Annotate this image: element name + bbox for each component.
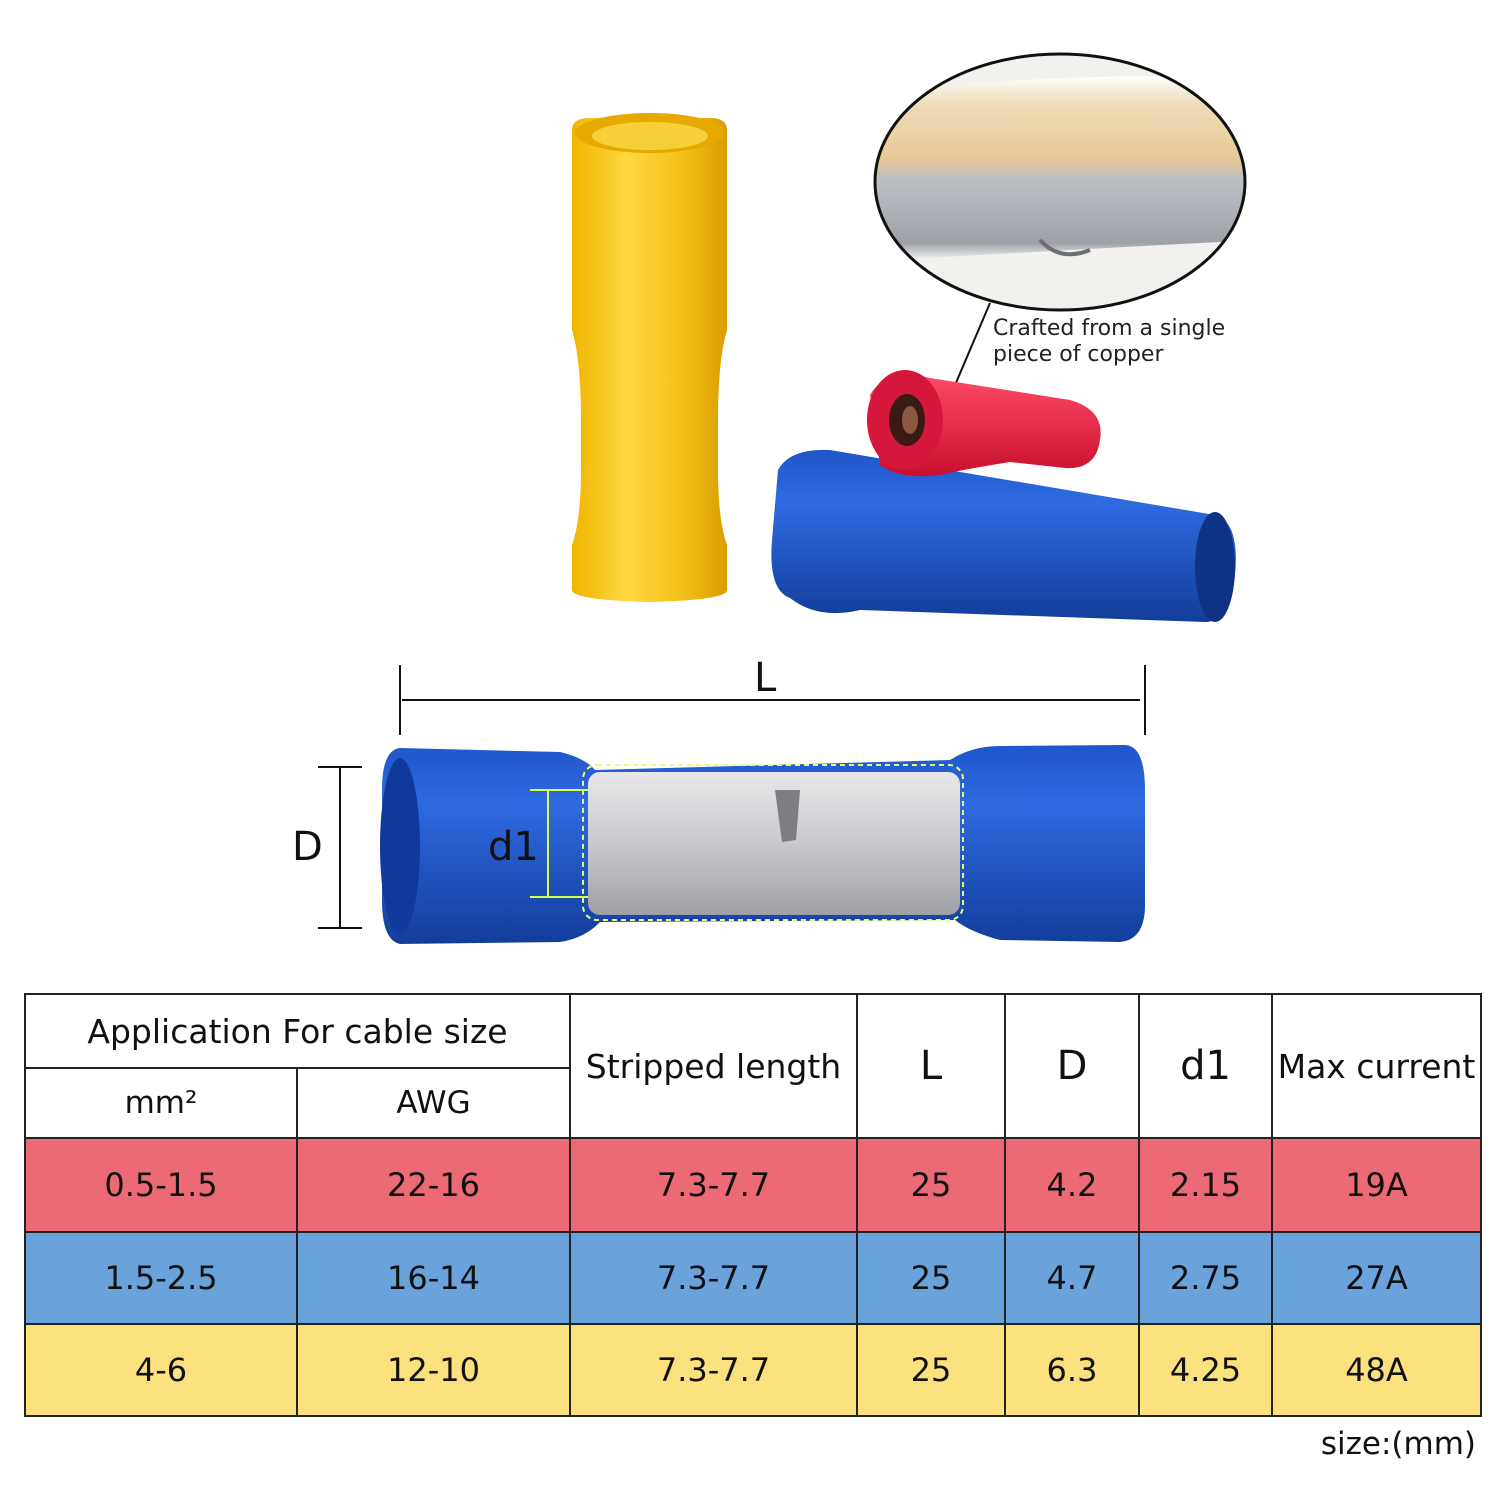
red-connector xyxy=(867,370,1101,477)
table-subheader-row: mm² AWG xyxy=(24,1067,1481,1139)
diameter-dimension xyxy=(318,766,362,929)
cell-stripped: 7.3-7.7 xyxy=(569,1137,858,1233)
callout-line-1: Crafted from a single xyxy=(993,316,1226,341)
copper-callout: Crafted from a single piece of copper xyxy=(993,316,1253,368)
header-d1: d1 xyxy=(1138,993,1273,1139)
inner-diameter-dimension xyxy=(530,789,588,898)
length-label: L xyxy=(754,655,777,701)
blue-connector-angled xyxy=(771,449,1236,622)
cell-d1: 4.25 xyxy=(1138,1323,1273,1417)
yellow-connector xyxy=(572,113,727,602)
callout-line-2: piece of copper xyxy=(993,342,1164,367)
header-application: Application For cable size xyxy=(24,993,571,1069)
table-row: 0.5-1.5 22-16 7.3-7.7 25 4.2 2.15 19A xyxy=(24,1137,1482,1233)
table-row: 1.5-2.5 16-14 7.3-7.7 25 4.7 2.75 27A xyxy=(24,1231,1482,1325)
cell-D: 4.7 xyxy=(1004,1231,1140,1325)
header-mm2: mm² xyxy=(24,1067,298,1139)
table-row: 4-6 12-10 7.3-7.7 25 6.3 4.25 48A xyxy=(24,1323,1482,1417)
cell-mm2: 4-6 xyxy=(24,1323,298,1417)
cell-max-current: 27A xyxy=(1271,1231,1482,1325)
header-max-current: Max current xyxy=(1271,993,1482,1139)
cell-max-current: 19A xyxy=(1271,1137,1482,1233)
cell-awg: 16-14 xyxy=(296,1231,571,1325)
cell-D: 6.3 xyxy=(1004,1323,1140,1417)
cell-L: 25 xyxy=(856,1323,1006,1417)
unit-note: size:(mm) xyxy=(1320,1426,1476,1462)
cell-d1: 2.15 xyxy=(1138,1137,1273,1233)
cell-L: 25 xyxy=(856,1231,1006,1325)
cell-awg: 22-16 xyxy=(296,1137,571,1233)
cell-max-current: 48A xyxy=(1271,1323,1482,1417)
header-D: D xyxy=(1004,993,1140,1139)
inner-diameter-label: d1 xyxy=(488,824,539,870)
spec-table: Application For cable size Stripped leng… xyxy=(24,993,1482,1417)
cell-d1: 2.75 xyxy=(1138,1231,1273,1325)
cell-mm2: 1.5-2.5 xyxy=(24,1231,298,1325)
table-header-row: Application For cable size Stripped leng… xyxy=(24,993,1482,1139)
length-dimension xyxy=(399,665,1146,735)
cell-awg: 12-10 xyxy=(296,1323,571,1417)
cell-L: 25 xyxy=(856,1137,1006,1233)
cell-D: 4.2 xyxy=(1004,1137,1140,1233)
header-awg: AWG xyxy=(296,1067,571,1139)
cell-mm2: 0.5-1.5 xyxy=(24,1137,298,1233)
product-illustration xyxy=(318,52,1247,944)
cell-stripped: 7.3-7.7 xyxy=(569,1323,858,1417)
blue-connector-cutaway xyxy=(380,745,1145,944)
outer-diameter-label: D xyxy=(292,824,323,870)
cell-stripped: 7.3-7.7 xyxy=(569,1231,858,1325)
header-stripped-length: Stripped length xyxy=(569,993,858,1139)
header-L: L xyxy=(856,993,1006,1139)
copper-zoom-inset xyxy=(873,52,1247,433)
